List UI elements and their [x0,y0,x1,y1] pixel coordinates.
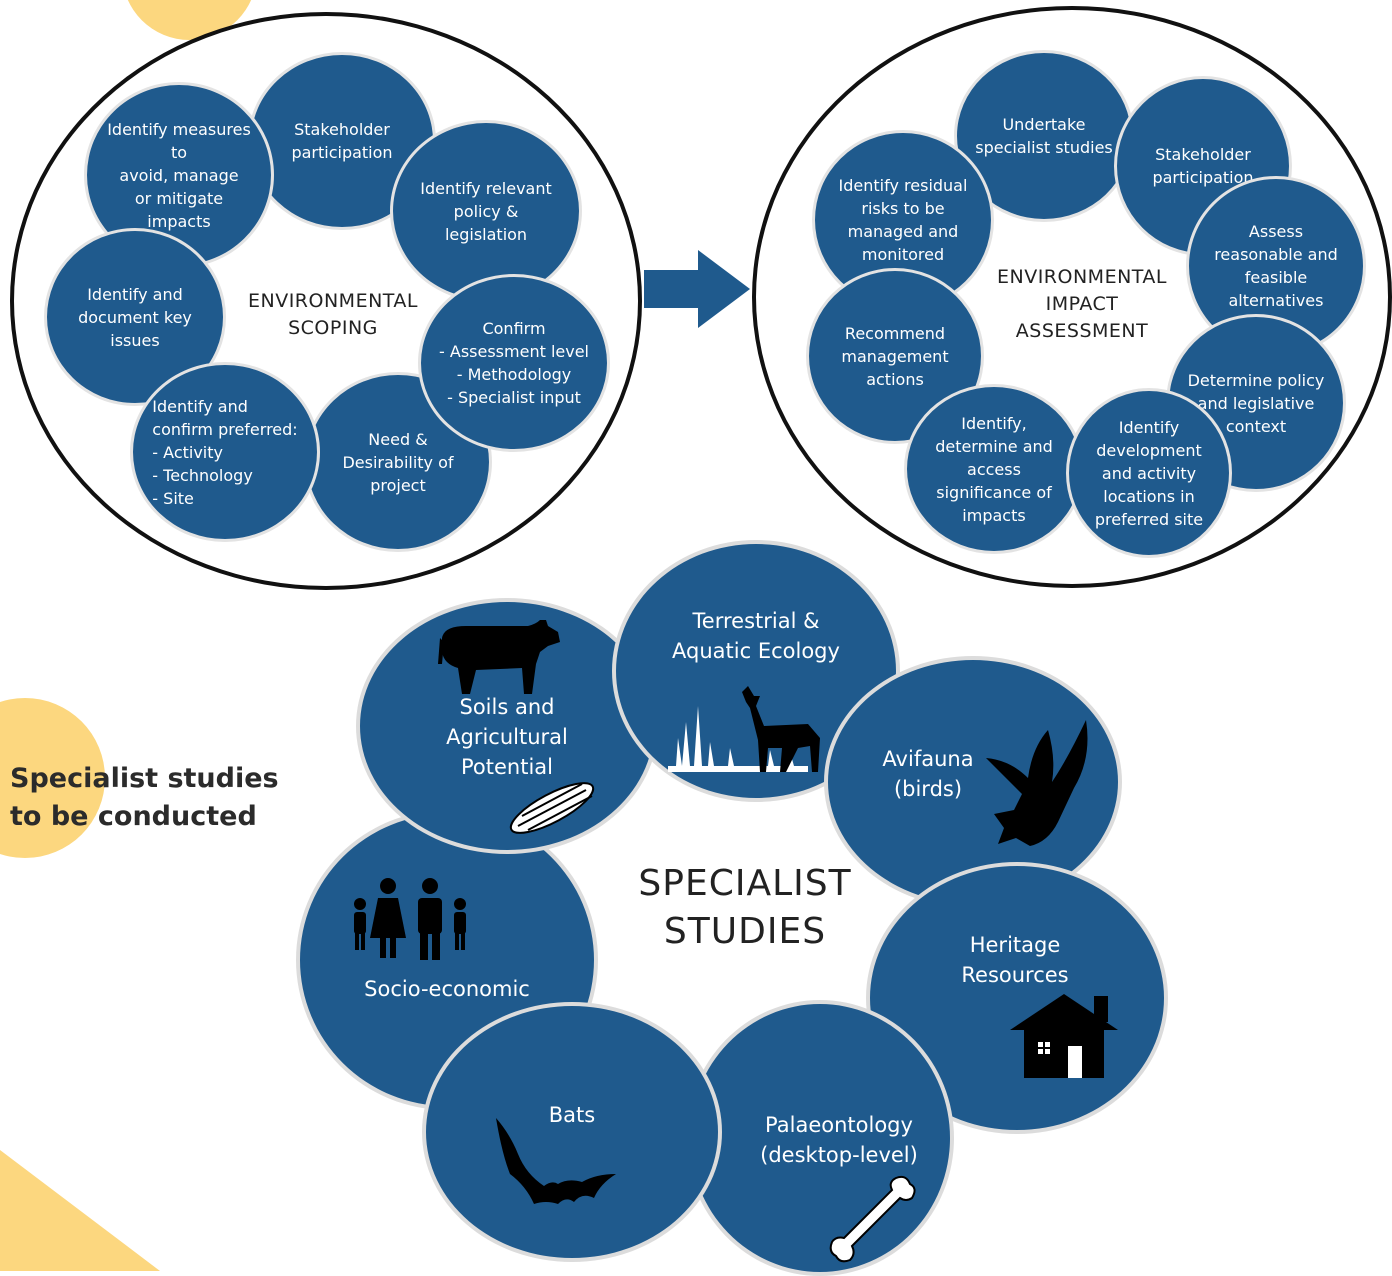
study-label: Terrestrial & Aquatic Ecology [672,609,840,663]
study-bats: Bats [422,1002,722,1262]
accent-triangle [0,1150,160,1271]
cow-icon [438,620,560,694]
scoping-key-issues: Identify and document key issues [44,228,226,406]
deer-icon [668,686,820,772]
study-label: Soils and Agricultural Potential [446,695,568,779]
study-heritage: Heritage Resources [866,862,1168,1134]
study-label: Socio-economic [364,977,530,1001]
scoping-confirm-preferred: Identify and confirm preferred: - Activi… [130,362,320,542]
study-label: Bats [548,1103,596,1127]
eia-title: ENVIRONMENTAL IMPACT ASSESSMENT [996,266,1167,342]
scoping-title: ENVIRONMENTAL SCOPING [247,290,418,339]
arrow-right-icon [644,250,750,328]
specialist-title: SPECIALIST STUDIES [638,863,852,952]
scoping-policy-legislation: Identify relevant policy & legislation [390,120,582,302]
eia-recommend-actions: Recommend management actions [806,268,984,444]
study-label: Heritage Resources [961,933,1069,987]
house-icon [1010,994,1118,1078]
study-palaeontology: Palaeontology (desktop-level) [686,1000,954,1276]
eia-assess-alternatives: Assess reasonable and feasible alternati… [1186,176,1366,356]
study-label: Avifauna (birds) [882,747,974,801]
eagle-icon [986,720,1088,846]
specialist-heading: Specialist studies to be conducted [10,763,279,832]
family-icon [354,878,466,960]
study-soils-agriculture: Soils and Agricultural Potential [356,598,658,854]
eia-significance-impacts: Identify, determine and access significa… [904,384,1084,554]
study-label: Palaeontology (desktop-level) [760,1113,918,1167]
eia-development-locations: Identify development and activity locati… [1066,388,1232,558]
scoping-confirm-assessment: Confirm - Assessment level - Methodology… [418,274,610,452]
corn-icon [509,782,595,834]
bone-icon [829,1175,916,1263]
bat-icon [496,1118,616,1204]
study-avifauna: Avifauna (birds) [824,656,1122,908]
